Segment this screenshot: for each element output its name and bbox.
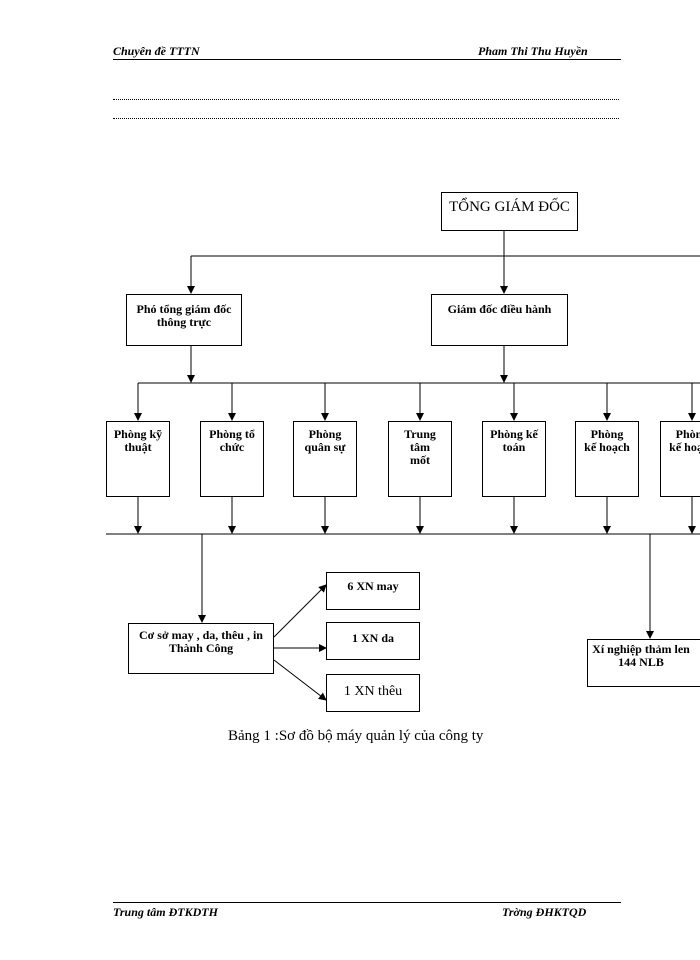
- deputy-director-box: Phó tổng giám đốc thông trực: [126, 294, 242, 346]
- ceo-label: TỔNG GIÁM ĐỐC: [449, 199, 570, 215]
- department-box-planning: Phòng kế hoạch: [575, 421, 639, 497]
- branch-box-embroidery: 1 XN thêu: [326, 674, 420, 712]
- footer-right: Trờng ĐHKTQD: [502, 905, 587, 919]
- dotted-line-1: [113, 99, 619, 100]
- branch-box-leather: 1 XN da: [326, 622, 420, 660]
- branch-label: 1 XN da: [351, 631, 394, 645]
- department-box-fashion-center: Trung tâm mốt: [388, 421, 452, 497]
- department-box-technical: Phòng kỹ thuật: [106, 421, 170, 497]
- department-label: Phòng kế hoạch: [584, 427, 630, 454]
- branch-box-sewing: 6 XN may: [326, 572, 420, 610]
- department-label: Phòng kế toán: [490, 427, 538, 454]
- department-box-accounting: Phòng kế toán: [482, 421, 546, 497]
- department-box-planning-2: Phòng kế hoạch: [660, 421, 700, 497]
- department-label: Phòng kế hoạch: [669, 427, 700, 454]
- branch-label: 1 XN thêu: [343, 684, 403, 699]
- header-rule: [113, 59, 621, 60]
- facility-box: Cơ sở may , da, thêu , in Thành Công: [128, 623, 274, 674]
- executive-director-box: Giám đốc điều hành: [431, 294, 568, 346]
- branch-label: 6 XN may: [347, 579, 399, 593]
- department-box-military: Phòng quân sự: [293, 421, 357, 497]
- department-box-organization: Phòng tổ chức: [200, 421, 264, 497]
- executive-director-label: Giám đốc điều hành: [447, 302, 552, 316]
- facility-label: Cơ sở may , da, thêu , in Thành Công: [139, 628, 263, 655]
- deputy-director-label: Phó tổng giám đốc thông trực: [136, 302, 232, 329]
- header-left: Chuyên đề TTTN: [113, 44, 200, 58]
- department-label: Trung tâm mốt: [404, 427, 436, 467]
- carpet-factory-box: Xí nghiệp thảm len 144 NLB: [587, 639, 700, 687]
- header-right: Pham Thi Thu Huyền: [478, 44, 588, 58]
- carpet-factory-label: Xí nghiệp thảm len 144 NLB: [592, 642, 690, 669]
- department-label: Phòng kỹ thuật: [113, 427, 163, 454]
- footer-rule: [113, 902, 621, 903]
- dotted-line-2: [113, 118, 619, 119]
- department-label: Phòng quân sự: [304, 427, 346, 454]
- department-label: Phòng tổ chức: [209, 427, 255, 454]
- ceo-box: TỔNG GIÁM ĐỐC: [441, 192, 578, 231]
- footer-left: Trung tâm ĐTKDTH: [113, 905, 218, 919]
- figure-caption: Bảng 1 :Sơ đồ bộ máy quản lý của công ty: [228, 728, 484, 744]
